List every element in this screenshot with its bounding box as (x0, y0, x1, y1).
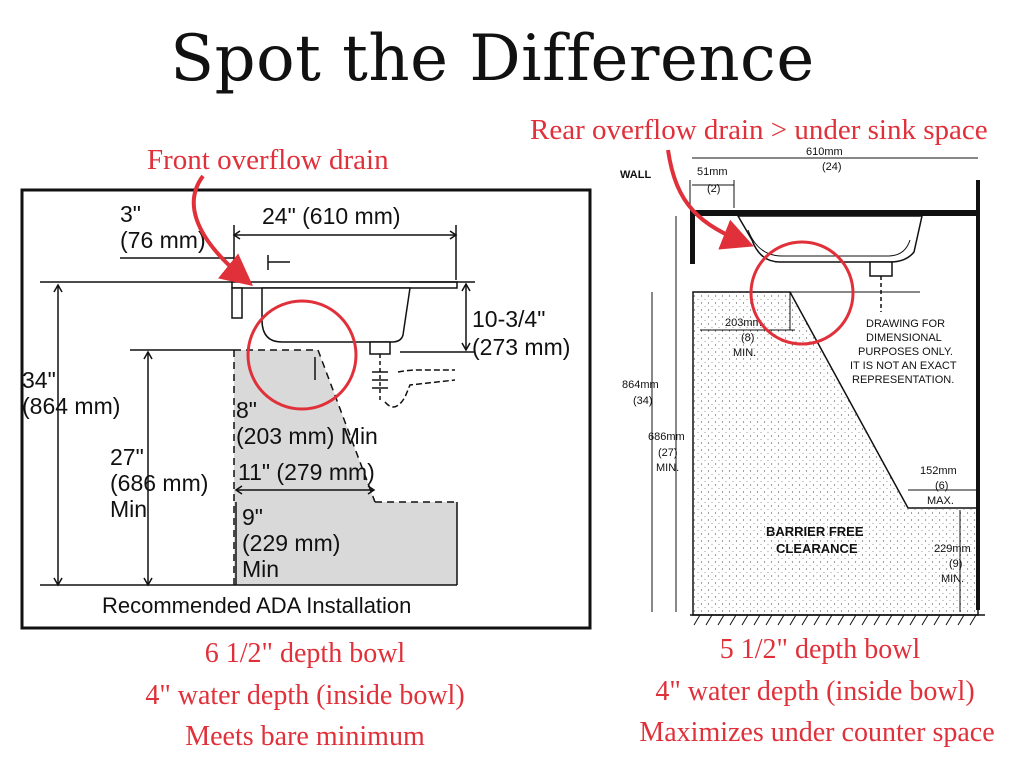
left-dim-11: 11" (279 mm) (238, 459, 375, 485)
right-dim-27-min: MIN. (656, 462, 679, 474)
right-dim-686: 686mm (648, 431, 685, 443)
right-caption-2: 4" water depth (inside bowl) (655, 676, 975, 707)
left-dim-3: 3" (120, 201, 141, 227)
left-dim-9-min: Min (242, 556, 279, 582)
right-dim-51: 51mm (697, 166, 728, 178)
left-dim-27: 27" (110, 444, 144, 470)
right-dim-9: (9) (949, 558, 962, 570)
left-dim-34: 34" (22, 367, 56, 393)
left-dim-27-min: Min (110, 496, 147, 522)
right-dim-6: (6) (935, 480, 948, 492)
left-dim-686: (686 mm) (110, 470, 208, 496)
right-caption-1: 5 1/2" depth bowl (719, 634, 921, 665)
right-note-5: REPRESENTATION. (852, 374, 954, 386)
right-note-3: PURPOSES ONLY. (858, 346, 953, 358)
right-dim-229: 229mm (934, 543, 971, 555)
right-barrier-1: BARRIER FREE (766, 524, 864, 539)
right-dim-8-min: MIN. (733, 347, 756, 359)
right-dim-6-max: MAX. (927, 495, 954, 507)
left-diagram: 3" (76 mm) 24" (610 mm) 10-3/4" (273 mm)… (20, 174, 592, 630)
right-note-2: DIMENSIONAL (866, 332, 942, 344)
right-dim-8: (8) (741, 332, 754, 344)
right-note-4: IT IS NOT AN EXACT (850, 360, 957, 372)
left-dim-273: (273 mm) (472, 334, 570, 360)
right-note-1: DRAWING FOR (866, 318, 945, 330)
left-dim-76: (76 mm) (120, 227, 206, 253)
left-arrow (191, 174, 253, 287)
left-dim-10-3-4: 10-3/4" (472, 306, 545, 332)
left-dim-229: (229 mm) (242, 530, 340, 556)
left-dim-8: 8" (236, 397, 257, 423)
right-dim-34: (34) (633, 395, 653, 407)
left-dim-203: (203 mm) Min (236, 423, 378, 449)
left-highlight-circle (246, 299, 358, 411)
page-title: Spot the Difference (170, 22, 815, 96)
right-highlight-circle (749, 240, 855, 346)
right-caption-3: Maximizes under counter space (639, 717, 995, 748)
right-dim-24: (24) (822, 161, 842, 173)
front-overflow-note: Front overflow drain (147, 144, 389, 176)
right-dim-152: 152mm (920, 465, 957, 477)
right-dim-864: 864mm (622, 379, 659, 391)
right-dim-9-min: MIN. (941, 573, 964, 585)
right-wall: WALL (620, 169, 651, 181)
right-dim-610: 610mm (806, 146, 843, 158)
right-arrow (666, 149, 754, 250)
rear-overflow-note: Rear overflow drain > under sink space (530, 114, 988, 146)
right-diagram: WALL 610mm (24) 51mm (2) 203mm (8) MIN. … (620, 146, 985, 626)
left-dim-9: 9" (242, 504, 263, 530)
left-caption-2: 4" water depth (inside bowl) (145, 680, 465, 711)
right-barrier-2: CLEARANCE (776, 541, 858, 556)
right-dim-2: (2) (707, 183, 720, 195)
right-dim-27: (27) (658, 447, 678, 459)
right-dim-203: 203mm (725, 317, 762, 329)
left-caption: Recommended ADA Installation (102, 593, 411, 618)
left-dim-864: (864 mm) (22, 393, 120, 419)
left-caption-1: 6 1/2" depth bowl (204, 638, 406, 669)
left-dim-24: 24" (610 mm) (262, 203, 401, 229)
left-caption-3: Meets bare minimum (185, 721, 425, 752)
